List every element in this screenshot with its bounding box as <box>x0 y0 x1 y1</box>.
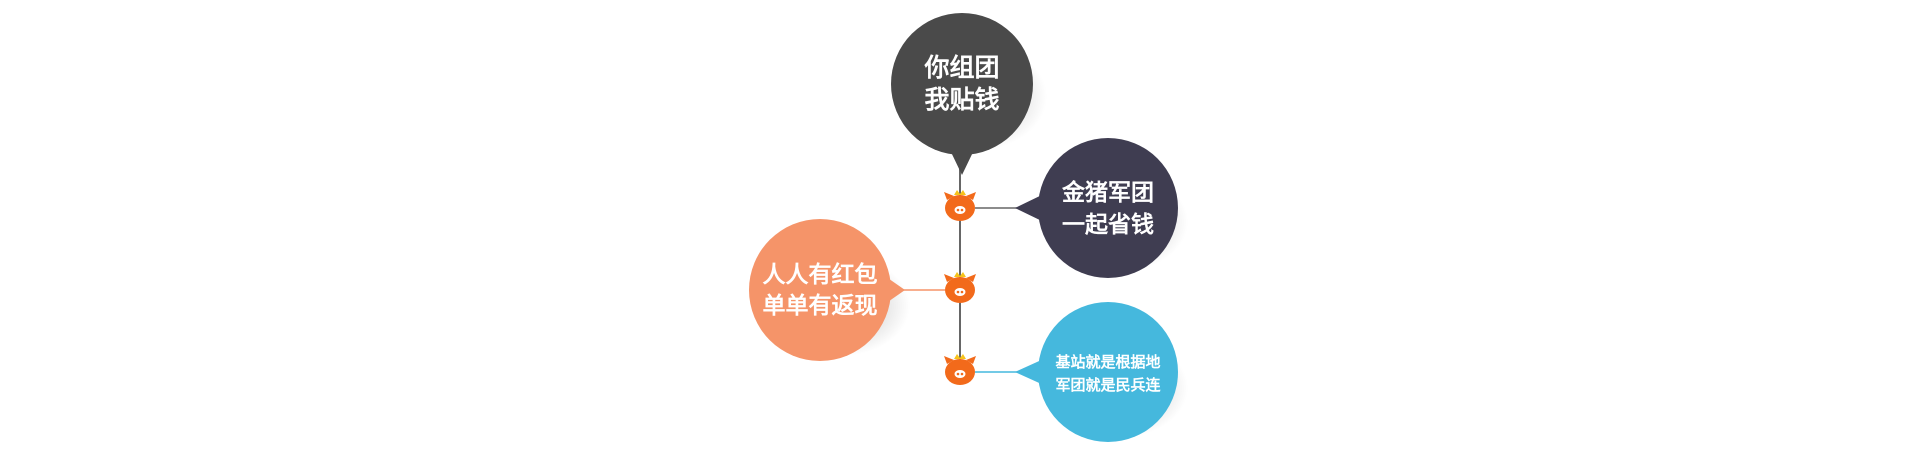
bubble-lower-right: 基站就是根据地 军团就是民兵连 <box>1015 302 1188 442</box>
bubble-left: 人人有红包 单单有返现 <box>749 219 910 361</box>
pig-icon <box>944 354 976 385</box>
bubble-top-line1: 你组团 <box>923 53 999 82</box>
bubble-upper-right-line1: 金猪军团 <box>1061 179 1154 206</box>
bubble-upper-right: 金猪军团 一起省钱 <box>1015 138 1188 278</box>
bubble-top: 你组团 我贴钱 <box>891 13 1047 175</box>
pig-icon <box>944 272 976 303</box>
bubble-lower-right-line1: 基站就是根据地 <box>1054 353 1160 371</box>
bubble-left-line1: 人人有红包 <box>763 261 878 288</box>
bubble-upper-right-line2: 一起省钱 <box>1062 212 1154 238</box>
bubble-left-line2: 单单有返现 <box>763 292 878 319</box>
pig-icon <box>944 190 976 221</box>
bubble-lower-right-line2: 军团就是民兵连 <box>1055 376 1161 394</box>
bubble-top-line2: 我贴钱 <box>924 85 999 114</box>
